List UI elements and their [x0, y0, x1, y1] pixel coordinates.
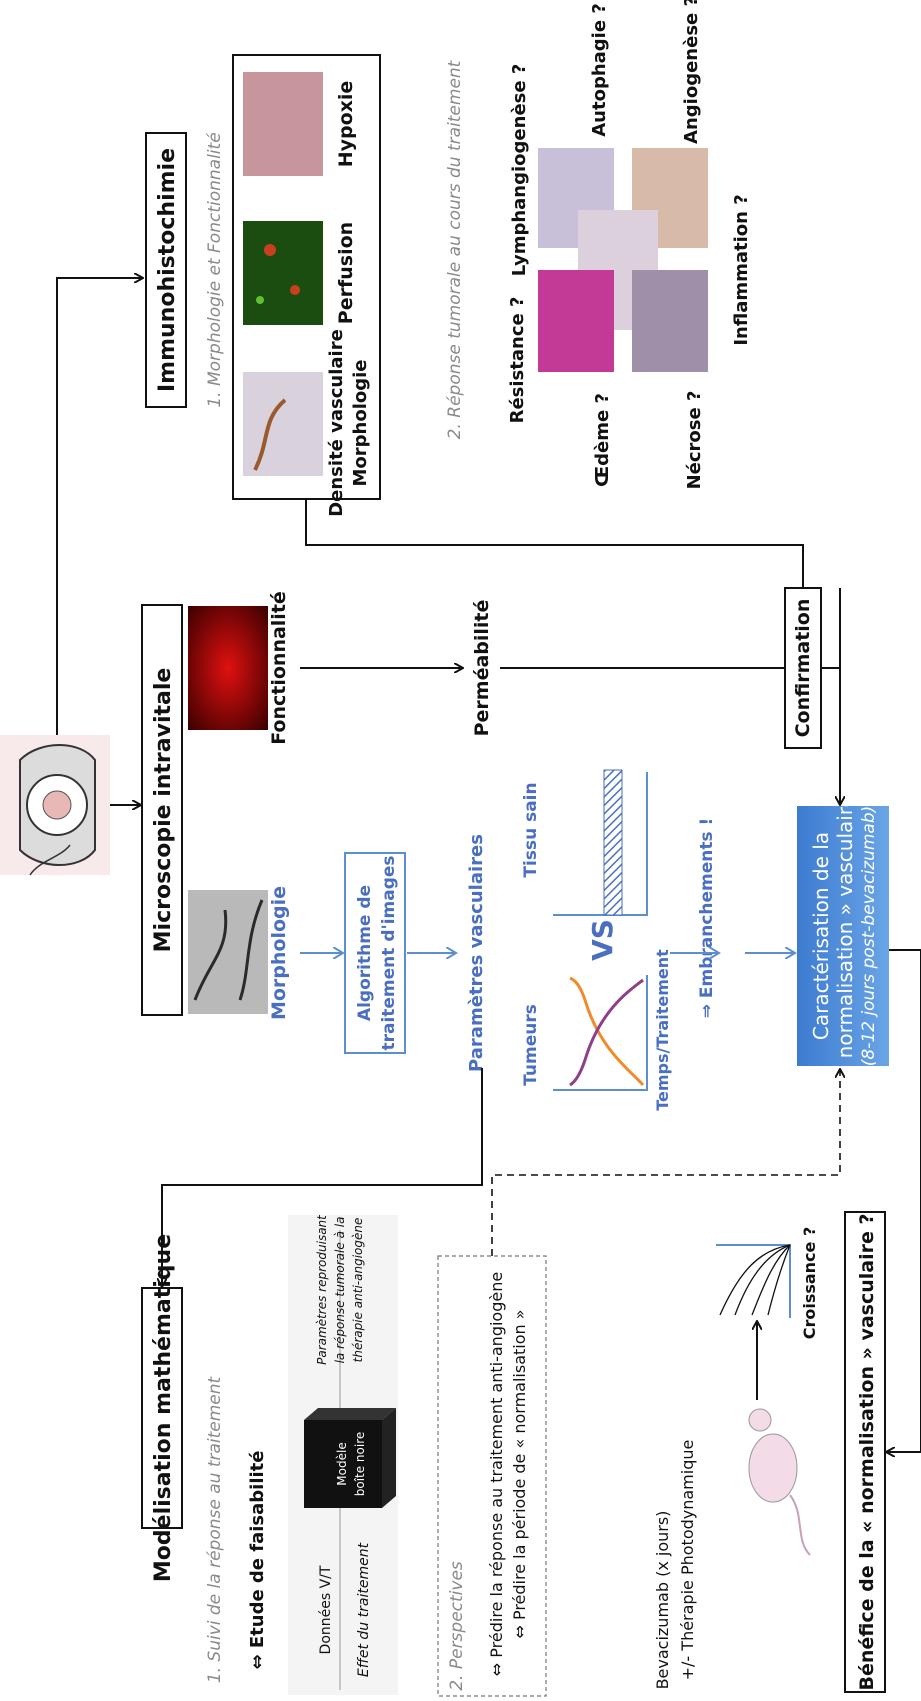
mouse-icon: [748, 1408, 811, 1556]
time-axis-label: Temps/Traitement: [653, 949, 672, 1111]
params-line2: la réponse tumorale à la: [333, 1217, 347, 1364]
functionality-label: Fonctionnalité: [268, 591, 290, 745]
confirmation-label: Confirmation: [792, 599, 814, 738]
algorithm-line2: traitement d'images: [379, 855, 399, 1050]
immuno-title: Immunohistochimie: [155, 148, 180, 392]
healthy-bar: [603, 769, 623, 916]
tumors-label: Tumeurs: [521, 1004, 541, 1086]
vascular-density-caption-1: Densité vasculaire: [326, 329, 347, 517]
intravital-header: Microscopie intravitale: [141, 604, 183, 1016]
histology-cross: [538, 148, 708, 372]
perspective-2: ⇔ Prédire la période de « normalisation …: [510, 1309, 529, 1638]
math-feasibility: ⇔ Etude de faisabilité: [247, 1451, 268, 1670]
immuno-header: Immunohistochimie: [145, 132, 187, 408]
label-autophagie: Autophagie ?: [589, 3, 610, 137]
hypoxia-caption: Hypoxie: [335, 81, 357, 168]
math-section1: 1. Suivi de la réponse au traitement: [205, 1375, 225, 1683]
label-oedeme: Œdème ?: [592, 393, 613, 487]
blackbox-model: Modèle: [335, 1442, 349, 1485]
data-vt-label: Données V/T: [318, 1565, 334, 1654]
benefit-label: Bénéfice de la « normalisation » vascula…: [856, 1213, 878, 1690]
algorithm-line1: Algorithme de: [355, 885, 375, 1021]
perspectives-box: 2. Perspectives ⇔ Prédire la réponse au …: [437, 1255, 547, 1697]
vs-label: VS: [586, 919, 619, 961]
permeability-label: Perméabilité: [471, 600, 493, 737]
perspective-1: ⇔ Prédire la réponse au traitement anti-…: [487, 1272, 506, 1676]
label-angiogenese: Angiogenèse ?: [681, 0, 702, 144]
blackbox-illustration: Modèle boîte noire Données V/T Effet du …: [288, 1214, 398, 1695]
label-lymphangio: Lymphangiogenèse ?: [509, 64, 530, 277]
morphology-label: Morphologie: [268, 886, 290, 1020]
connectors: [56, 278, 921, 1452]
confirmation-box: Confirmation: [784, 587, 822, 749]
params-line3: thérapie anti-angiogène: [351, 1218, 365, 1363]
immuno-section1: 1. Morphologie et Fonctionnalité: [205, 132, 225, 407]
morphology-image: [188, 890, 268, 1014]
perfusion-caption: Perfusion: [335, 222, 357, 324]
immuno-section2: 2. Réponse tumorale au cours du traiteme…: [445, 59, 465, 439]
characterization-box: Caractérisation de la « normalisation » …: [797, 795, 889, 1077]
params-line1: Paramètres reproduisant: [315, 1214, 329, 1365]
label-inflammation: Inflammation ?: [731, 194, 752, 345]
math-title: Modélisation mathématique: [151, 1234, 176, 1582]
math-section2: 2. Perspectives: [447, 1561, 467, 1691]
intravital-title: Microscopie intravitale: [151, 668, 176, 953]
vascular-params-label: Paramètres vasculaires: [466, 834, 487, 1072]
immuno-images-panel: Hypoxie Perfusion Densité vasculaire Mor…: [232, 54, 381, 517]
branchings-label: ⇒ Embranchements !: [697, 818, 717, 1019]
treatment-effect-label: Effet du traitement: [356, 1542, 372, 1677]
characterization-line3: (8-12 jours post-bevacizumab): [859, 806, 879, 1067]
healthy-chart: [553, 769, 648, 916]
label-necrose: Nécrose ?: [684, 391, 705, 490]
algorithm-box: Algorithme de traitement d'images: [344, 852, 406, 1054]
tumor-curve-purple: [569, 978, 644, 1087]
vascular-density-caption-2: Morphologie: [350, 359, 371, 486]
perfusion-image: [243, 221, 323, 325]
blackbox-label: boîte noire: [353, 1432, 367, 1497]
tumor-chart: [553, 975, 648, 1091]
hypoxia-image: [243, 72, 323, 176]
therapy-line2: +/- Thérapie Photodynamique: [678, 1440, 697, 1681]
math-header: Modélisation mathématique: [141, 1234, 183, 1582]
benefit-box: Bénéfice de la « normalisation » vascula…: [844, 1211, 886, 1693]
growth-chart: [716, 1244, 791, 1318]
blackbox-cube: [304, 1420, 382, 1508]
characterization-line2: « normalisation » vasculaire: [833, 795, 857, 1077]
tumor-curve-orange: [569, 976, 645, 1086]
healthy-label: Tissu sain: [521, 782, 541, 877]
growth-label: Croissance ?: [800, 1227, 819, 1340]
window-chamber-schematic: [0, 735, 110, 876]
characterization-line1: Caractérisation de la: [809, 832, 833, 1040]
vascular-density-image: [243, 372, 323, 476]
functionality-image: [188, 606, 268, 730]
label-resistance: Résistance ?: [507, 297, 528, 424]
therapy-line1: Bevacizumab (x jours): [653, 1511, 672, 1690]
